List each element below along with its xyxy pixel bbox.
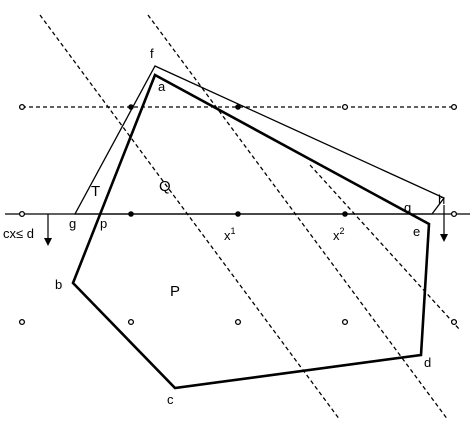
lattice-point [18,210,26,218]
label-x2-base: x [333,228,340,243]
dashed-diagonal-line-3 [309,164,461,331]
dashed-diagonal-line-1 [39,14,341,421]
label-Q: Q [159,178,171,195]
label-h: h [438,192,445,207]
label-f: f [150,46,154,61]
label-q: q [404,200,411,215]
label-d: d [424,355,431,370]
lattice-point-filled [342,211,348,217]
label-x2: x2 [333,226,345,243]
label-c: c [167,392,174,407]
label-T: T [91,183,100,200]
direction-arrow-head [440,234,448,242]
polygon-Q [73,65,446,215]
label-b: b [55,277,62,292]
dashed-diagonal-line-2 [147,14,449,421]
lattice-point [450,318,458,326]
label-x1: x1 [224,226,236,243]
label-a: a [158,79,166,94]
lattice-point [450,210,458,218]
lattice-points-hollow [18,103,458,326]
lattice-point [341,318,349,326]
constraint-arrow-head [44,238,52,246]
lattice-point [450,103,458,111]
lattice-point-filled [235,211,241,217]
lattice-point [234,318,242,326]
lattice-points-filled [128,104,348,217]
lattice-point-filled [235,104,241,110]
label-x1-sup: 1 [231,226,236,236]
lattice-point [127,318,135,326]
lattice-point-filled [128,211,134,217]
label-x2-sup: 2 [340,226,345,236]
lattice-point [341,103,349,111]
polygon-P [71,73,431,390]
label-constraint: cx≤ d [3,226,34,241]
lattice-point [18,318,26,326]
lattice-point [18,103,26,111]
label-x1-base: x [224,228,231,243]
label-e: e [413,224,420,239]
label-p: p [100,216,107,231]
label-g: g [69,216,76,231]
label-P: P [170,283,180,300]
lattice-point-filled [128,104,134,110]
